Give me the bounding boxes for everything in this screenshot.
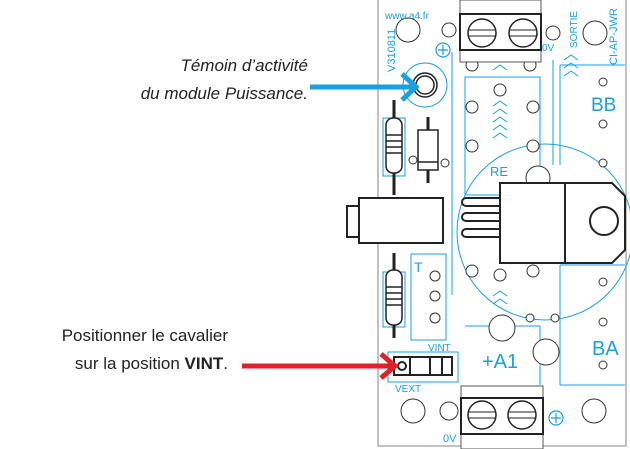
- led: [412, 72, 438, 98]
- version-label: V310811: [386, 29, 398, 72]
- jumper-annotation-line2: sur la position VINT.: [75, 354, 228, 374]
- diode: [417, 117, 439, 183]
- led-arrow: [310, 72, 420, 102]
- jumper-annotation-suffix: .: [223, 354, 228, 373]
- plus-markers: [435, 42, 564, 426]
- voltage-regulator: [461, 182, 626, 264]
- t-label: T: [414, 259, 423, 275]
- top-terminal-block: [459, 0, 542, 63]
- website-label: www.a4.fr: [384, 11, 430, 22]
- bottom-0v-label: 0V: [443, 433, 457, 445]
- jumper-annotation-vint: VINT: [184, 354, 224, 373]
- jumper-annotation-prefix: sur la position: [74, 354, 185, 373]
- led-annotation-line1: Témoin d’activité: [180, 56, 308, 75]
- jumper-arrow: [242, 352, 399, 380]
- re-label: RE: [490, 164, 508, 179]
- jumper: [393, 356, 453, 376]
- resistor-top: [385, 100, 403, 195]
- ba-label: BA: [592, 338, 619, 360]
- ref-label: CI-AP-JWR: [608, 8, 620, 65]
- resistor-bottom: [385, 253, 403, 338]
- jumper-annotation-line1: Positionner le cavalier: [61, 326, 228, 345]
- bb-label: BB: [591, 95, 616, 116]
- vext-label: VEXT: [395, 384, 421, 395]
- bottom-terminal-block: [460, 385, 544, 449]
- a1-label: +A1: [482, 351, 518, 373]
- sortie-label: SORTIE: [569, 11, 580, 48]
- led-annotation-line2: du module Puissance.: [140, 84, 308, 103]
- top-0v-label: 0V: [542, 43, 555, 54]
- regulator-outline: [456, 143, 630, 321]
- switch: [346, 197, 444, 244]
- vint-label: VINT: [428, 343, 451, 354]
